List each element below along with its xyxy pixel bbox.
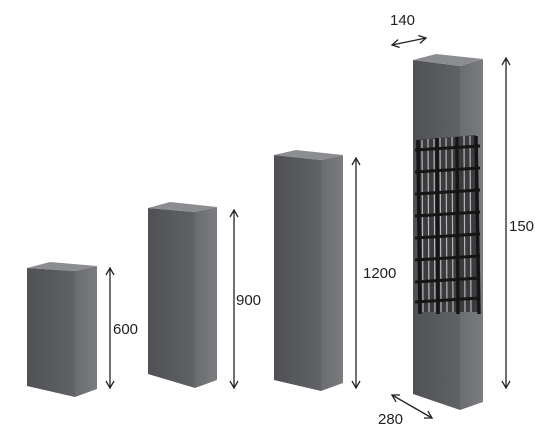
dimension-arrow-width-top [390,34,428,49]
width-dimension-bottom: 280 [378,394,434,428]
column-900-front-face [148,208,195,388]
dimension-label-150: 150 [509,218,534,235]
column-600: 600 [27,262,138,397]
dimension-arrow-width-bottom [390,394,434,419]
width-dimension-top: 140 [390,12,428,49]
rebar-cage [414,135,481,315]
rebar-stirrups [414,144,481,304]
rebar-main-bars [416,135,481,315]
dimension-label-140: 140 [390,12,415,29]
column-600-side-face [75,266,97,397]
column-900: 900 [148,202,261,390]
column-900-side-face [195,207,217,388]
dimension-label-900: 900 [236,292,261,309]
dimension-label-600: 600 [113,321,138,338]
dimension-label-280: 280 [378,411,403,428]
column-150-top-face [413,54,483,66]
rebar-vertical-bars [421,135,472,313]
dimension-label-1200: 1200 [363,265,396,282]
column-150: 150 [413,54,534,410]
column-600-top-face [27,262,97,271]
column-1200: 1200 [274,150,396,391]
column-1200-side-face [321,155,343,391]
column-1200-front-face [274,155,321,391]
column-1200-top-face [274,150,343,160]
column-900-top-face [148,202,217,212]
column-600-front-face [27,268,75,397]
